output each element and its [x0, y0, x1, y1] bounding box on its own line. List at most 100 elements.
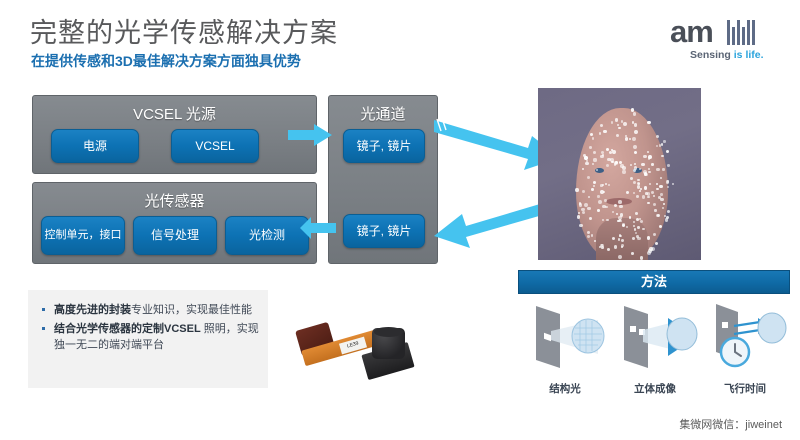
box-control-unit-interface[interactable]: 控制单元，接口	[41, 216, 125, 255]
projected-dot	[621, 238, 625, 242]
projected-dot	[655, 187, 659, 191]
projected-dot	[653, 194, 656, 197]
projected-dot	[578, 202, 582, 205]
projected-dot	[665, 150, 669, 154]
projected-dot	[660, 143, 664, 146]
projected-dot	[658, 144, 661, 147]
panel-optical-sensor: 光传感器 控制单元，接口 信号处理 光检测	[32, 182, 317, 264]
projected-dot	[610, 148, 613, 151]
projected-dot	[631, 136, 636, 141]
projected-dot	[638, 189, 641, 192]
page-title: 完整的光学传感解决方案	[30, 18, 338, 48]
projected-dot	[653, 202, 657, 207]
projected-dot	[630, 164, 633, 167]
box-signal-processing[interactable]: 信号处理	[133, 216, 217, 255]
projected-dot	[618, 234, 622, 238]
box-vcsel[interactable]: VCSEL	[171, 129, 259, 163]
projected-dot	[581, 208, 585, 212]
projected-dot	[592, 180, 596, 185]
projected-dot	[576, 215, 581, 219]
method-stereo-imaging[interactable]: 立体成像	[610, 298, 700, 398]
projected-dot	[661, 206, 665, 209]
projected-dot	[607, 183, 610, 186]
projected-dot	[605, 205, 608, 209]
projected-dot	[665, 216, 669, 220]
projected-dot	[603, 191, 606, 194]
projected-dot	[663, 203, 666, 206]
projected-dot	[619, 160, 623, 164]
box-light-detection[interactable]: 光检测	[225, 216, 309, 255]
method-time-of-flight[interactable]: 飞行时间	[700, 298, 790, 398]
box-mirror-lens-bottom[interactable]: 镜子, 镜片	[343, 214, 425, 248]
projected-dot	[642, 169, 647, 174]
projected-dot	[659, 184, 663, 189]
projected-dot	[648, 183, 651, 186]
projected-dot	[671, 183, 675, 186]
projected-dot	[659, 224, 663, 228]
projected-dot	[589, 146, 593, 150]
projected-dot	[603, 130, 607, 134]
projected-dot	[606, 247, 610, 251]
projected-dot	[600, 189, 604, 194]
projected-dot	[598, 199, 603, 204]
projected-dot	[622, 223, 625, 226]
projected-dot	[602, 205, 606, 209]
projected-dot	[639, 220, 643, 224]
bullet-rest-text: 专业知识，实现最佳性能	[131, 304, 252, 316]
projected-dot	[611, 210, 614, 214]
projected-dot	[634, 228, 637, 231]
projected-dot	[608, 150, 612, 154]
projected-dot	[579, 224, 583, 228]
projected-dot	[654, 241, 658, 245]
stereo-imaging-icon	[610, 298, 700, 374]
projected-dot	[655, 167, 660, 172]
projected-dot	[585, 159, 589, 163]
projected-dot	[632, 225, 635, 228]
projected-dot	[597, 195, 600, 198]
projected-dot	[660, 193, 663, 196]
projected-dot	[602, 153, 605, 156]
bullets-list: 高度先进的封装专业知识，实现最佳性能 结合光学传感器的定制VCSEL 照明，实现…	[38, 302, 260, 356]
projected-dot	[647, 192, 651, 196]
projected-dot	[611, 237, 615, 241]
bullet-rest-text: 照明，实现独一无二的端对端平台	[54, 323, 259, 351]
method-label: 飞行时间	[724, 383, 766, 395]
projected-dot	[617, 238, 621, 242]
projected-dot	[581, 189, 586, 194]
projected-dot	[624, 137, 629, 141]
projected-dot	[587, 176, 591, 180]
projected-dot	[653, 232, 657, 237]
projected-dot	[641, 195, 646, 199]
projected-dot	[622, 166, 626, 170]
projected-dot	[626, 191, 630, 195]
logo-tagline: Sensing is life.	[690, 49, 764, 61]
face-eye-right	[633, 168, 642, 173]
box-power-supply[interactable]: 电源	[51, 129, 139, 163]
projected-dot	[648, 170, 652, 174]
projected-dot	[578, 203, 583, 207]
projected-dot	[647, 195, 650, 199]
projected-dot	[600, 184, 603, 187]
arrow-emit-to-face-icon	[432, 117, 562, 178]
projected-dot	[610, 121, 614, 124]
projected-dot	[647, 120, 651, 125]
projected-dot	[593, 158, 597, 162]
list-item: 结合光学传感器的定制VCSEL 照明，实现独一无二的端对端平台	[38, 321, 260, 353]
projected-dot	[646, 151, 649, 153]
projected-dot	[614, 117, 619, 122]
box-mirror-lens-top[interactable]: 镜子, 镜片	[343, 129, 425, 163]
projected-dot	[659, 176, 663, 180]
projected-dot	[654, 209, 657, 212]
projected-dot	[642, 227, 646, 231]
projected-dot	[613, 245, 618, 249]
list-item: 高度先进的封装专业知识，实现最佳性能	[38, 302, 260, 318]
projected-dot	[604, 199, 607, 202]
projected-dot	[591, 162, 594, 165]
projected-dot	[618, 200, 622, 204]
projected-dot	[636, 234, 639, 238]
projected-dot	[656, 135, 660, 139]
method-structured-light[interactable]: 结构光	[520, 298, 610, 398]
logo-wordmark: am	[670, 14, 714, 49]
projected-dot	[620, 120, 623, 123]
ams-logo: am Sensing is life.	[670, 16, 782, 62]
